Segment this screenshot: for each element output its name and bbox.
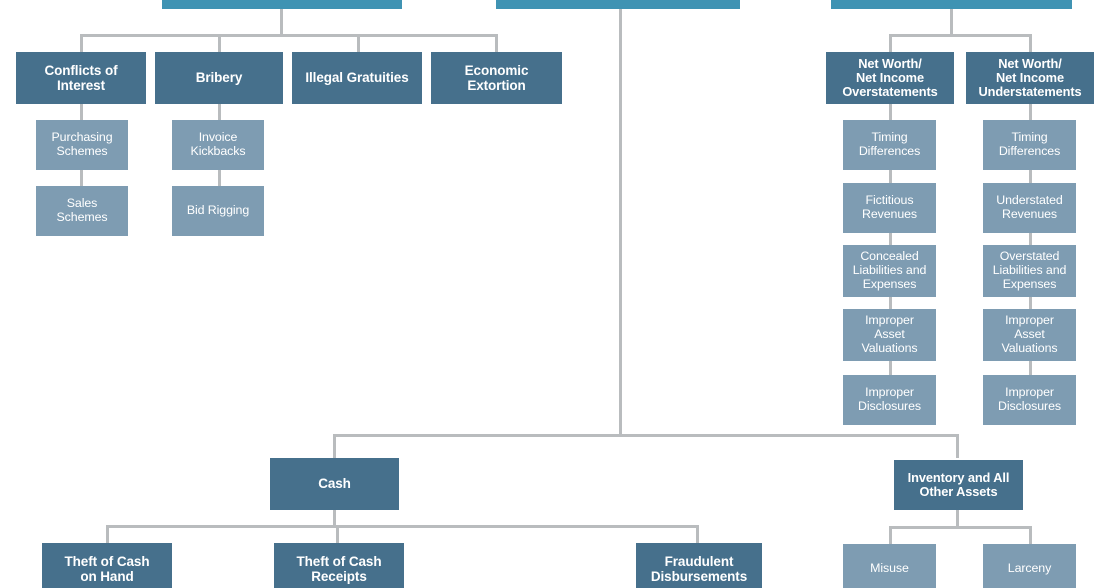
scheme-overstatement-improper-disclosures-label: Improper Disclosures — [858, 385, 921, 413]
scheme-understatement-improper-disclosures[interactable]: Improper Disclosures — [983, 375, 1076, 425]
scheme-overstated-liabilities-expenses-label: Overstated Liabilities and Expenses — [992, 249, 1067, 291]
connector-cash-drop-2 — [336, 525, 339, 544]
scheme-larceny-label: Larceny — [1007, 561, 1052, 576]
scheme-understatement-improper-disclosures-label: Improper Disclosures — [998, 385, 1061, 413]
category-net-worth-understatements-label: Net Worth/ Net Income Understatements — [978, 55, 1082, 100]
scheme-overstatement-timing-differences-label: Timing Differences — [858, 130, 921, 158]
connector-inventory-stem — [956, 510, 959, 527]
top-bar-financial-statement-fraud[interactable] — [831, 0, 1072, 9]
connector-overstatement-chain-1 — [889, 104, 892, 122]
scheme-overstated-liabilities-expenses[interactable]: Overstated Liabilities and Expenses — [983, 245, 1076, 297]
connector-understatement-chain-5 — [1029, 361, 1032, 375]
category-conflicts-of-interest-label: Conflicts of Interest — [44, 62, 118, 93]
connector-corruption-drop-1 — [80, 34, 83, 53]
scheme-bid-rigging-label: Bid Rigging — [186, 203, 250, 218]
scheme-overstatement-timing-differences[interactable]: Timing Differences — [843, 120, 936, 170]
connector-corruption-drop-2 — [218, 34, 221, 53]
scheme-misuse[interactable]: Misuse — [843, 544, 936, 588]
connector-corruption-drop-4 — [495, 34, 498, 53]
category-net-worth-overstatements[interactable]: Net Worth/ Net Income Overstatements — [826, 52, 954, 104]
connector-asset-misappropriation-stem — [619, 9, 622, 435]
scheme-fictitious-revenues[interactable]: Fictitious Revenues — [843, 183, 936, 233]
scheme-sales-schemes[interactable]: Sales Schemes — [36, 186, 128, 236]
connector-purchasing-to-sales — [80, 170, 83, 186]
scheme-understated-revenues-label: Understated Revenues — [996, 193, 1063, 221]
connector-conflicts-to-purchasing — [80, 104, 83, 122]
connector-cash-drop-3 — [696, 525, 699, 544]
connector-bus-drop-inventory — [956, 434, 959, 458]
connector-cash-stem — [333, 510, 336, 527]
scheme-misuse-label: Misuse — [870, 561, 909, 576]
connector-financial-statement-stem — [950, 9, 953, 36]
scheme-understatement-timing-differences-label: Timing Differences — [998, 130, 1061, 158]
category-bribery-label: Bribery — [195, 70, 243, 86]
scheme-concealed-liabilities-expenses[interactable]: Concealed Liabilities and Expenses — [843, 245, 936, 297]
scheme-purchasing-schemes-label: Purchasing Schemes — [51, 130, 113, 158]
category-theft-of-cash-receipts-label: Theft of Cash Receipts — [296, 553, 382, 584]
scheme-overstatement-improper-disclosures[interactable]: Improper Disclosures — [843, 375, 936, 425]
connector-understatement-chain-4 — [1029, 297, 1032, 310]
scheme-understatement-improper-asset-valuations-label: Improper Asset Valuations — [1001, 313, 1058, 355]
connector-corruption-stem — [280, 9, 283, 36]
category-theft-of-cash-receipts[interactable]: Theft of Cash Receipts — [274, 543, 404, 588]
scheme-bid-rigging[interactable]: Bid Rigging — [172, 186, 264, 236]
connector-bus-drop-cash — [333, 434, 336, 458]
category-illegal-gratuities[interactable]: Illegal Gratuities — [292, 52, 422, 104]
scheme-understatement-timing-differences[interactable]: Timing Differences — [983, 120, 1076, 170]
connector-understatement-chain-3 — [1029, 233, 1032, 246]
category-illegal-gratuities-label: Illegal Gratuities — [305, 70, 409, 86]
category-net-worth-overstatements-label: Net Worth/ Net Income Overstatements — [842, 55, 938, 100]
scheme-understatement-improper-asset-valuations[interactable]: Improper Asset Valuations — [983, 309, 1076, 361]
category-fraudulent-disbursements-label: Fraudulent Disbursements — [650, 553, 748, 584]
connector-bribery-to-invoice-kickbacks — [218, 104, 221, 122]
connector-financial-statement-drop-2 — [1029, 34, 1032, 53]
scheme-sales-schemes-label: Sales Schemes — [56, 196, 108, 224]
category-economic-extortion-label: Economic Extortion — [464, 62, 529, 93]
category-net-worth-understatements[interactable]: Net Worth/ Net Income Understatements — [966, 52, 1094, 104]
scheme-purchasing-schemes[interactable]: Purchasing Schemes — [36, 120, 128, 170]
scheme-fictitious-revenues-label: Fictitious Revenues — [862, 193, 917, 221]
category-inventory-and-all-other-assets[interactable]: Inventory and All Other Assets — [894, 460, 1023, 510]
category-theft-of-cash-on-hand[interactable]: Theft of Cash on Hand — [42, 543, 172, 588]
connector-cash-bus — [106, 525, 698, 528]
category-inventory-and-all-other-assets-label: Inventory and All Other Assets — [907, 469, 1010, 499]
connector-corruption-drop-3 — [357, 34, 360, 53]
connector-understatement-chain-2 — [1029, 170, 1032, 186]
category-fraudulent-disbursements[interactable]: Fraudulent Disbursements — [636, 543, 762, 588]
connector-understatement-chain-1 — [1029, 104, 1032, 122]
connector-inventory-drop-1 — [889, 526, 892, 545]
scheme-understated-revenues[interactable]: Understated Revenues — [983, 183, 1076, 233]
connector-overstatement-chain-2 — [889, 170, 892, 186]
connector-overstatement-chain-4 — [889, 297, 892, 310]
top-bar-asset-misappropriation[interactable] — [496, 0, 740, 9]
top-bar-corruption[interactable] — [162, 0, 402, 9]
connector-overstatement-chain-3 — [889, 233, 892, 246]
connector-cash-drop-1 — [106, 525, 109, 544]
scheme-concealed-liabilities-expenses-label: Concealed Liabilities and Expenses — [852, 249, 927, 291]
connector-financial-statement-bus — [889, 34, 1032, 37]
scheme-invoice-kickbacks-label: Invoice Kickbacks — [190, 130, 246, 158]
connector-inventory-bus — [889, 526, 1032, 529]
scheme-larceny[interactable]: Larceny — [983, 544, 1076, 588]
connector-corruption-bus — [80, 34, 498, 37]
connector-asset-misappropriation-bus — [333, 434, 959, 437]
category-theft-of-cash-on-hand-label: Theft of Cash on Hand — [64, 553, 150, 584]
category-cash-label: Cash — [318, 476, 351, 492]
scheme-invoice-kickbacks[interactable]: Invoice Kickbacks — [172, 120, 264, 170]
scheme-overstatement-improper-asset-valuations[interactable]: Improper Asset Valuations — [843, 309, 936, 361]
category-bribery[interactable]: Bribery — [155, 52, 283, 104]
connector-financial-statement-drop-1 — [889, 34, 892, 53]
category-cash[interactable]: Cash — [270, 458, 399, 510]
category-conflicts-of-interest[interactable]: Conflicts of Interest — [16, 52, 146, 104]
scheme-overstatement-improper-asset-valuations-label: Improper Asset Valuations — [861, 313, 918, 355]
connector-inventory-drop-2 — [1029, 526, 1032, 545]
connector-overstatement-chain-5 — [889, 361, 892, 375]
category-economic-extortion[interactable]: Economic Extortion — [431, 52, 562, 104]
connector-invoice-kickbacks-to-bid-rigging — [218, 170, 221, 186]
